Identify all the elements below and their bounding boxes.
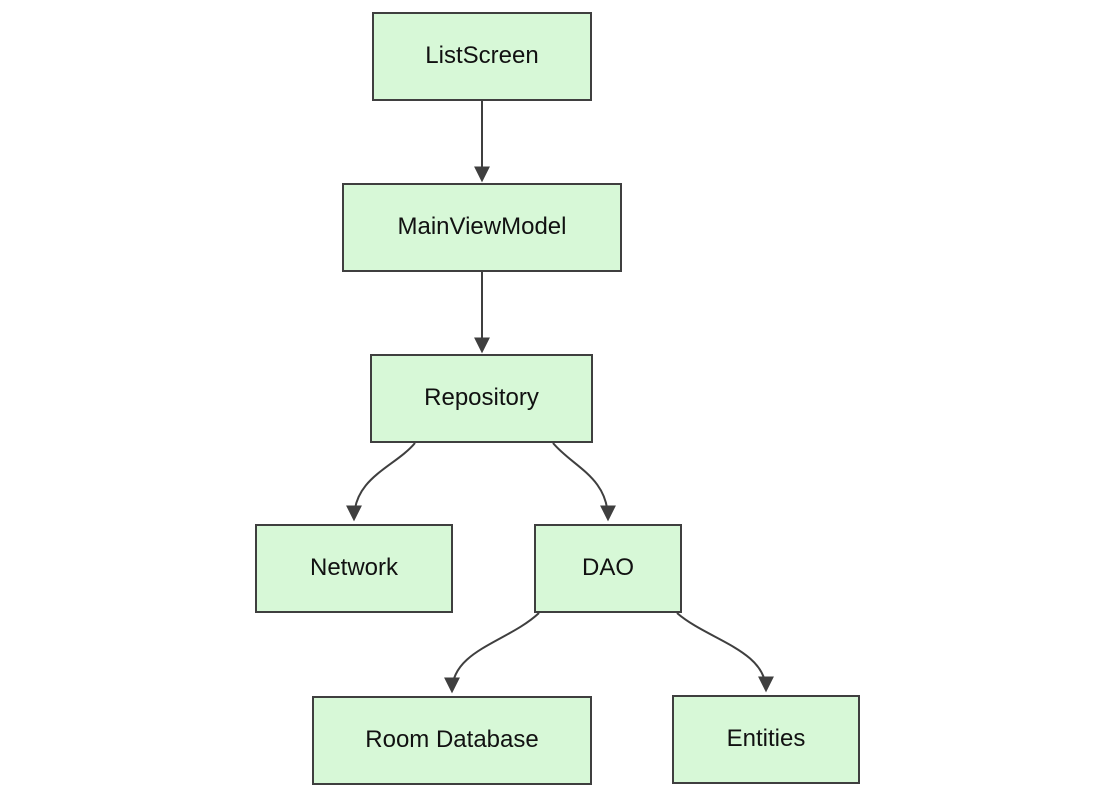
node-mainviewmodel: MainViewModel — [342, 183, 622, 272]
node-network-label: Network — [309, 554, 399, 582]
node-dao-label: DAO — [581, 554, 634, 582]
node-entities-label: Entities — [726, 725, 806, 753]
node-entities: Entities — [672, 695, 860, 784]
node-dao: DAO — [534, 524, 682, 613]
edge-repository-dao — [552, 442, 616, 522]
edge-dao-room-database — [444, 612, 540, 694]
node-repository-label: Repository — [424, 384, 539, 412]
node-mainviewmodel-label: MainViewModel — [397, 213, 567, 241]
node-room-database-label: Room Database — [365, 726, 539, 754]
edge-repository-network — [346, 442, 416, 522]
node-listscreen-label: ListScreen — [425, 42, 539, 70]
node-repository: Repository — [370, 354, 593, 443]
node-room-database: Room Database — [312, 696, 592, 785]
edge-dao-entities — [676, 612, 774, 693]
node-network: Network — [255, 524, 453, 613]
node-listscreen: ListScreen — [372, 12, 592, 101]
